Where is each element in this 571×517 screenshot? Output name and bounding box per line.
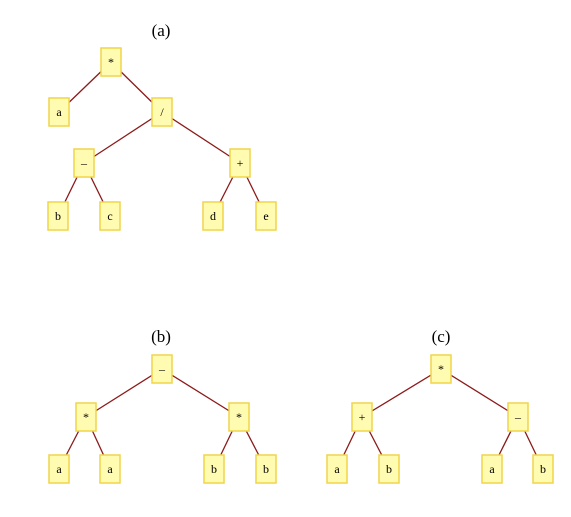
tree-node: b — [255, 454, 277, 484]
node-label: + — [237, 156, 244, 170]
node-box — [75, 402, 97, 432]
node-label: a — [56, 462, 62, 476]
node-box — [481, 454, 503, 484]
node-box — [507, 402, 529, 432]
tree-node: a — [326, 454, 348, 484]
tree-a: (a) * a / – + b c d e — [47, 21, 277, 231]
node-label: b — [211, 462, 217, 476]
node-label: a — [107, 462, 113, 476]
node-label: – — [80, 156, 88, 170]
node-label: * — [108, 55, 114, 69]
node-box — [378, 454, 400, 484]
tree-edge — [161, 111, 241, 164]
tree-node: b — [532, 454, 554, 484]
node-box — [255, 201, 277, 231]
tree-edge — [361, 368, 442, 418]
tree-node: – — [151, 354, 173, 384]
tree-caption: (b) — [151, 327, 171, 346]
node-box — [326, 454, 348, 484]
tree-node: a — [48, 454, 70, 484]
tree-edge — [161, 368, 240, 418]
node-label: * — [236, 410, 242, 424]
node-box — [351, 402, 373, 432]
tree-edge — [440, 368, 519, 418]
tree-caption: (a) — [152, 21, 171, 40]
node-label: d — [210, 209, 216, 223]
tree-node: b — [47, 201, 69, 231]
tree-node: + — [351, 402, 373, 432]
node-label: a — [56, 105, 62, 119]
tree-node: / — [151, 97, 173, 127]
node-label: a — [334, 462, 340, 476]
node-label: + — [359, 410, 366, 424]
node-box — [47, 201, 69, 231]
tree-node: a — [48, 97, 70, 127]
node-label: c — [107, 209, 112, 223]
node-box — [255, 454, 277, 484]
tree-node: * — [228, 402, 250, 432]
tree-node: e — [255, 201, 277, 231]
tree-node: b — [378, 454, 400, 484]
node-label: b — [540, 462, 546, 476]
tree-caption: (c) — [432, 327, 451, 346]
tree-node: * — [75, 402, 97, 432]
node-box — [228, 402, 250, 432]
node-label: b — [55, 209, 61, 223]
node-label: / — [160, 105, 164, 119]
tree-node: * — [430, 354, 452, 384]
node-label: * — [83, 410, 89, 424]
tree-node: – — [73, 148, 95, 178]
node-box — [151, 97, 173, 127]
node-label: – — [514, 410, 522, 424]
tree-c: (c) * + – a b a b — [326, 327, 554, 484]
node-box — [48, 97, 70, 127]
node-box — [100, 47, 122, 77]
node-box — [203, 454, 225, 484]
tree-node: + — [229, 148, 251, 178]
node-box — [532, 454, 554, 484]
node-box — [430, 354, 452, 384]
node-label: * — [438, 362, 444, 376]
node-label: b — [263, 462, 269, 476]
node-box — [202, 201, 224, 231]
node-box — [99, 454, 121, 484]
node-label: e — [263, 209, 268, 223]
node-box — [99, 201, 121, 231]
tree-node: a — [99, 454, 121, 484]
tree-edge — [83, 111, 163, 164]
node-box — [73, 148, 95, 178]
edges — [57, 61, 267, 217]
node-label: – — [158, 362, 166, 376]
tree-node: c — [99, 201, 121, 231]
tree-node: b — [203, 454, 225, 484]
tree-node: d — [202, 201, 224, 231]
node-box — [229, 148, 251, 178]
node-box — [151, 354, 173, 384]
tree-node: * — [100, 47, 122, 77]
node-label: b — [386, 462, 392, 476]
node-label: a — [489, 462, 495, 476]
tree-node: – — [507, 402, 529, 432]
node-box — [48, 454, 70, 484]
tree-edge — [85, 368, 163, 418]
tree-b: (b) – * * a a b b — [48, 327, 277, 484]
tree-node: a — [481, 454, 503, 484]
